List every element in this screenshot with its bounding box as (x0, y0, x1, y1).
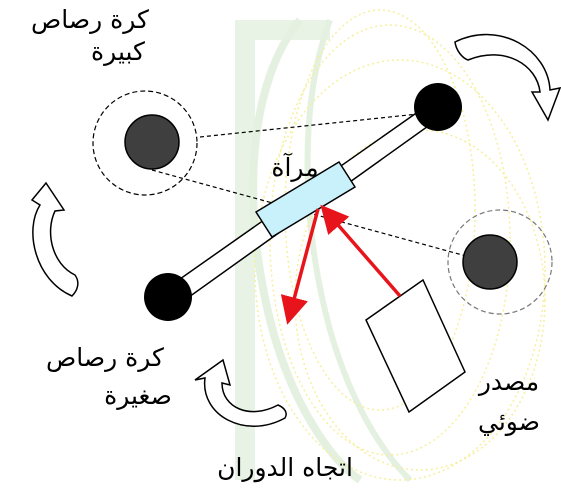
mirror (254, 160, 357, 239)
dashed-link-bottom (151, 169, 489, 263)
large-ball-left-orbit (92, 90, 198, 196)
light-source-label-line1: مصدر (477, 367, 539, 396)
large-ball-left (124, 114, 180, 170)
dashed-link-top (199, 111, 438, 138)
reflected-ray (280, 208, 320, 325)
large-ball-right (462, 234, 518, 290)
small-ball-label-line1: كرة رصاص (46, 343, 164, 372)
small-ball-top (414, 83, 462, 131)
small-ball-bottom (144, 273, 192, 321)
small-ball-label-line2: صغيرة (104, 381, 172, 410)
curved-rotation-arrow-icon (194, 358, 287, 427)
light-source-label-line2: ضوئي (478, 407, 540, 436)
curved-rotation-arrow-icon (454, 33, 561, 122)
large-ball-label-line1: كرة رصاص (31, 5, 149, 34)
large-ball-right-orbit (447, 209, 553, 315)
incident-ray (320, 204, 402, 298)
curved-rotation-arrow-icon (30, 181, 79, 297)
rotation-direction-label: اتجاه الدوران (217, 453, 353, 483)
mirror-label: مرآة (271, 152, 318, 182)
large-ball-label-line2: كبيرة (91, 37, 145, 66)
light-source-box (365, 278, 466, 414)
